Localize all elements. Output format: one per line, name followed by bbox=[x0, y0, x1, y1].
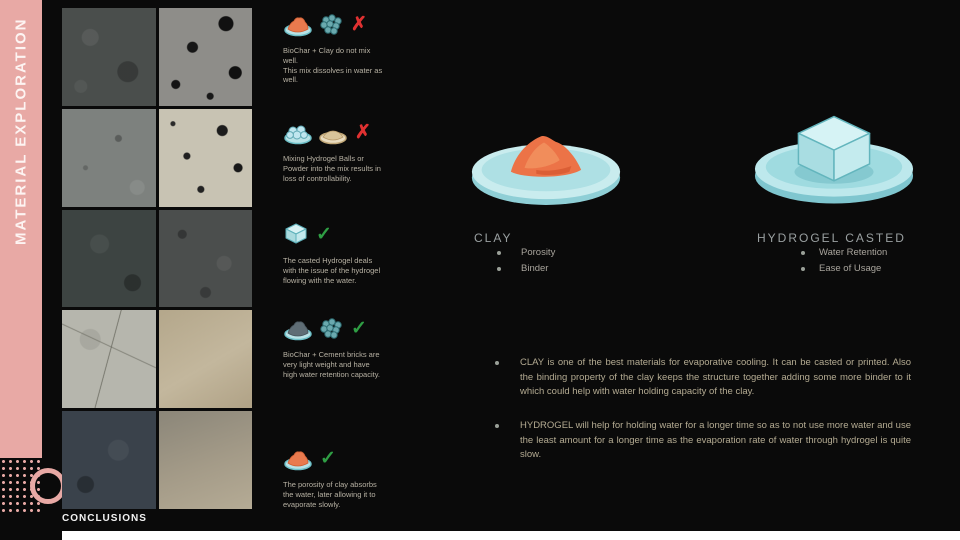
list-item-label: Binder bbox=[521, 263, 549, 274]
texture-sample bbox=[158, 310, 252, 409]
check-icon: ✓ bbox=[320, 447, 336, 469]
texture-sample bbox=[62, 411, 156, 509]
conclusion-text: CLAY is one of the best materials for ev… bbox=[520, 357, 911, 398]
finding-text: The porosity of clay absorbs the water, … bbox=[283, 480, 377, 509]
finding-item: ✓ The porosity of clay absorbs the water… bbox=[283, 444, 383, 509]
circle-decoration bbox=[30, 468, 66, 504]
check-icon: ✓ bbox=[316, 223, 332, 245]
hydrogel-balls-icon bbox=[284, 125, 312, 145]
sidebar bbox=[0, 0, 42, 458]
cement-mound-icon bbox=[284, 321, 312, 341]
cross-icon: ✗ bbox=[351, 13, 367, 35]
bottom-bar bbox=[62, 531, 960, 540]
list-item: Porosity bbox=[497, 247, 555, 258]
list-item-label: Ease of Usage bbox=[819, 263, 882, 274]
hydrogel-petri-dish-illustration bbox=[754, 115, 914, 204]
list-item: Binder bbox=[497, 263, 555, 274]
texture-grid bbox=[62, 8, 252, 509]
texture-sample bbox=[158, 411, 252, 509]
cross-icon: ✗ bbox=[355, 121, 371, 143]
texture-sample bbox=[62, 8, 156, 106]
texture-sample bbox=[158, 209, 252, 308]
hydrogel-cube-icon bbox=[285, 223, 307, 244]
texture-sample bbox=[158, 8, 252, 106]
conclusions-label: CONCLUSIONS bbox=[62, 513, 147, 524]
clay-properties-list: Porosity Binder bbox=[497, 247, 555, 279]
finding-item: ✓ The casted Hydrogel deals with the iss… bbox=[283, 220, 383, 285]
finding-item: ✗ Mixing Hydrogel Balls or Powder into t… bbox=[283, 118, 383, 183]
clay-mound-icon bbox=[284, 451, 312, 471]
bullet-icon bbox=[495, 361, 499, 365]
bullet-icon bbox=[495, 424, 499, 428]
finding-text: BioChar + Cement bricks are very light w… bbox=[283, 350, 380, 379]
clay-mound-icon bbox=[284, 17, 312, 37]
list-item: Water Retention bbox=[801, 247, 887, 258]
material-name-clay: CLAY bbox=[474, 231, 513, 245]
finding-text: BioChar + Clay do not mix well. This mix… bbox=[283, 46, 383, 85]
finding-text: The casted Hydrogel deals with the issue… bbox=[283, 256, 381, 285]
list-item-label: Water Retention bbox=[819, 247, 888, 258]
bullet-icon bbox=[801, 250, 805, 255]
conclusion-point: CLAY is one of the best materials for ev… bbox=[495, 356, 911, 400]
finding-item: ✓ BioChar + Cement bricks are very light… bbox=[283, 314, 383, 379]
page-title: MATERIAL EXPLORATION bbox=[12, 17, 30, 245]
list-item-label: Porosity bbox=[521, 247, 556, 258]
texture-sample bbox=[62, 209, 156, 308]
conclusion-point: HYDROGEL will help for holding water for… bbox=[495, 419, 911, 463]
finding-text: Mixing Hydrogel Balls or Powder into the… bbox=[283, 154, 381, 183]
clay-dots-cluster-icon bbox=[320, 318, 342, 339]
texture-sample bbox=[158, 108, 252, 207]
clay-dots-cluster-icon bbox=[320, 14, 342, 35]
texture-sample bbox=[62, 310, 156, 409]
texture-sample bbox=[62, 108, 156, 207]
bullet-icon bbox=[497, 250, 501, 255]
finding-item: ✗ BioChar + Clay do not mix well. This m… bbox=[283, 10, 383, 85]
bullet-icon bbox=[497, 266, 501, 271]
material-name-hydrogel: HYDROGEL CASTED bbox=[757, 231, 906, 245]
conclusion-text: HYDROGEL will help for holding water for… bbox=[520, 420, 911, 461]
clay-petri-dish-illustration bbox=[471, 135, 621, 205]
list-item: Ease of Usage bbox=[801, 263, 887, 274]
check-icon: ✓ bbox=[351, 317, 367, 339]
bullet-icon bbox=[801, 266, 805, 271]
powder-dish-icon bbox=[319, 130, 347, 145]
hydrogel-properties-list: Water Retention Ease of Usage bbox=[801, 247, 887, 279]
